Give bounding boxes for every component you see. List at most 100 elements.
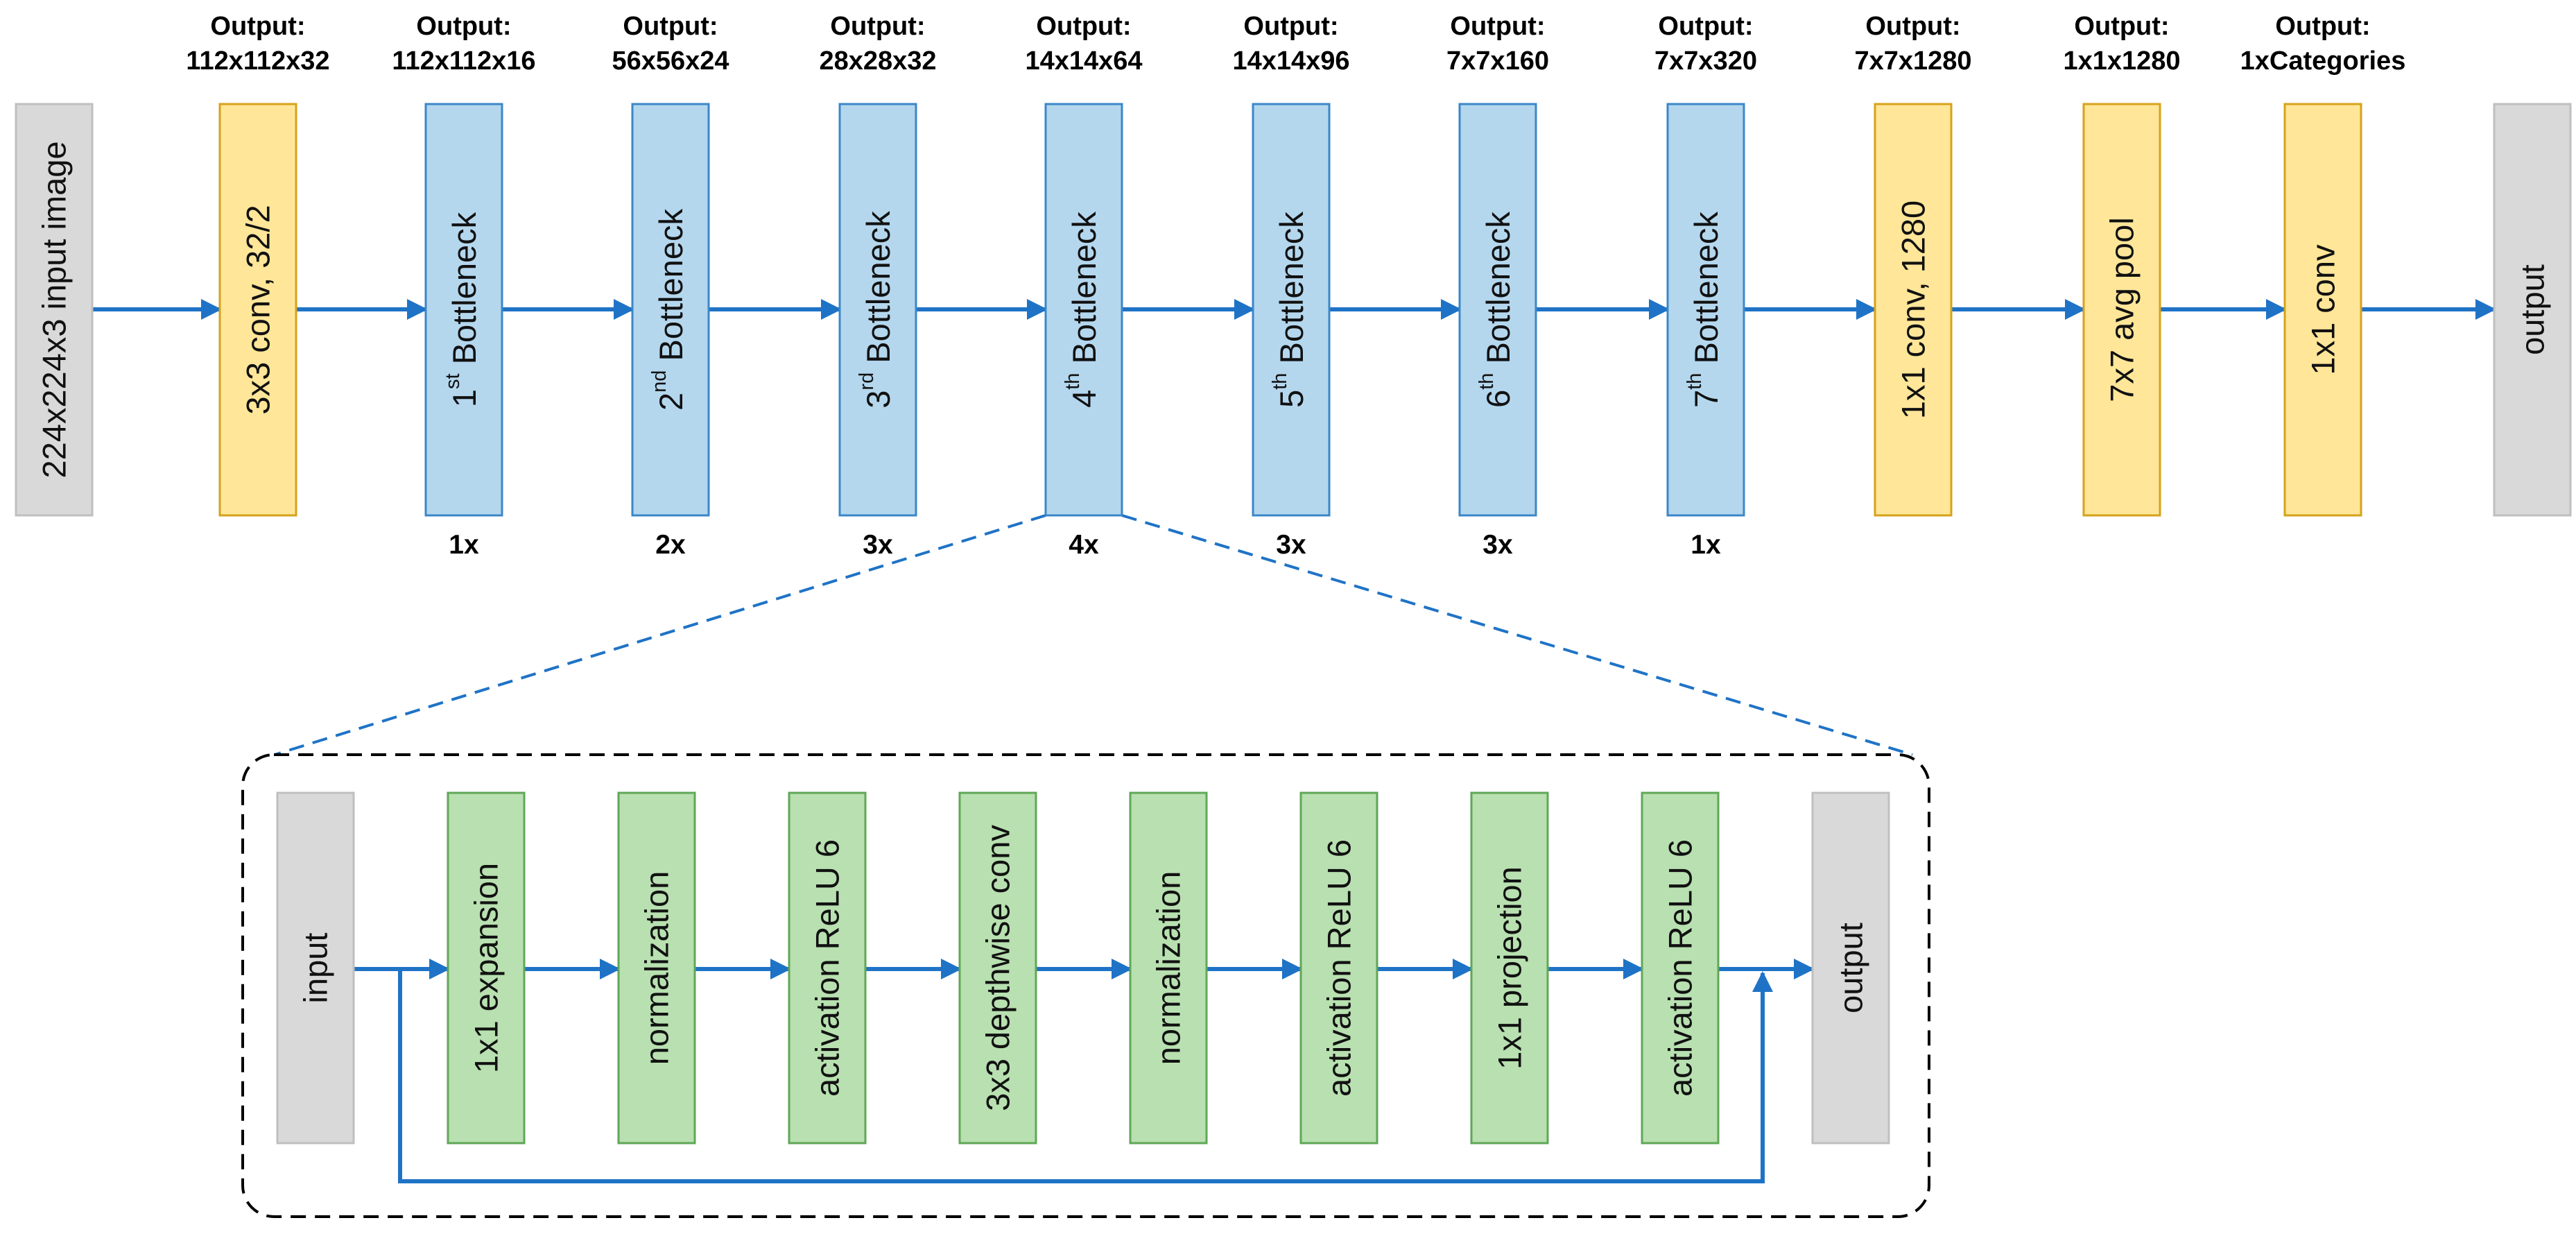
output-shape-title: Output: [416, 12, 511, 41]
output-shape-value: 14x14x64 [1025, 46, 1142, 76]
output-shape-value: 1x1x1280 [2063, 46, 2180, 76]
block-name: Bottleneck [860, 211, 897, 372]
output-shape-value: 112x112x16 [392, 46, 535, 76]
bottleneck-4-block [1044, 103, 1123, 517]
zoom-line-right [1121, 514, 1913, 756]
block-name: Bottleneck [652, 209, 689, 370]
bottleneck-4-block-label: 4th Bottleneck [1062, 212, 1103, 408]
bottleneck-normalization-block-label: normalization [639, 871, 675, 1065]
bottleneck-3x3-depthwise-conv-block-label: 3x3 depthwise conv [980, 825, 1017, 1111]
repeat-count: 2x [655, 530, 686, 560]
output-shape-title: Output: [1865, 12, 1960, 41]
bottleneck-output-block [1811, 791, 1890, 1145]
bottleneck-detail-panel [241, 753, 1930, 1218]
bottleneck-1-block-label: 1st Bottleneck [442, 212, 483, 407]
bottleneck-activation-relu-6-block [1641, 791, 1720, 1145]
output-shape-title: Output: [1036, 12, 1131, 41]
ordinal-number: 3 [860, 391, 897, 409]
repeat-count: 3x [1276, 530, 1306, 560]
block-name: Bottleneck [1688, 212, 1724, 373]
ordinal-number: 5 [1273, 390, 1310, 408]
bottleneck-input-block-label: input [297, 933, 334, 1004]
bottleneck-3-block [838, 103, 917, 517]
output-shape-title: Output: [830, 12, 925, 41]
ordinal-suffix: th [1476, 373, 1498, 390]
bottleneck-1-block [424, 103, 503, 517]
output-shape-title: Output: [210, 12, 305, 41]
bottleneck-activation-relu-6-block-label: activation ReLU 6 [1662, 839, 1699, 1097]
residual-skip-connection [398, 969, 1773, 1183]
output-shape-value: 28x28x32 [819, 46, 936, 76]
repeat-count: 1x [1691, 530, 1721, 560]
block-name: Bottleneck [1066, 212, 1103, 373]
bottleneck-2-block-label: 2nd Bottleneck [648, 209, 689, 411]
ordinal-number: 6 [1480, 390, 1516, 408]
output-shape-value: 7x7x1280 [1854, 46, 1971, 76]
repeat-count: 3x [1483, 530, 1513, 560]
bottleneck-output-block-label: output [1833, 923, 1869, 1013]
ordinal-suffix: rd [856, 372, 878, 391]
bottleneck-3x3-depthwise-conv-block [958, 791, 1037, 1145]
bottleneck-5-block [1252, 103, 1331, 517]
ordinal-suffix: th [1684, 373, 1706, 390]
bottleneck-activation-relu-6-block-label: activation ReLU 6 [1321, 839, 1358, 1097]
1x1-conv-1280-block [1874, 103, 1953, 517]
bottleneck-3-block-label: 3rd Bottleneck [856, 211, 897, 409]
bottleneck-5-block-label: 5th Bottleneck [1269, 212, 1310, 408]
1x1-conv-1280-block-label: 1x1 conv, 1280 [1895, 200, 1932, 419]
output-shape-value: 7x7x320 [1654, 46, 1757, 76]
repeat-count: 3x [863, 530, 893, 560]
ordinal-number: 4 [1066, 390, 1103, 408]
output-shape-value: 112x112x32 [186, 46, 329, 76]
3x3-conv-32-2-block-label: 3x3 conv, 32/2 [240, 205, 277, 414]
1x1-conv-block [2283, 103, 2362, 517]
block-name: Bottleneck [446, 212, 483, 373]
3x3-conv-32-2-block [218, 103, 297, 517]
labels-layer: 224x224x3 input image 3x3 conv, 32/2 1st B… [36, 12, 2551, 1111]
ordinal-suffix: th [1062, 373, 1084, 390]
block-name: Bottleneck [1273, 212, 1310, 373]
ordinal-suffix: nd [648, 370, 671, 393]
ordinal-suffix: th [1269, 373, 1291, 390]
output-shape-title: Output: [2275, 12, 2370, 41]
bottleneck-1x1-projection-block-label: 1x1 projection [1492, 866, 1528, 1070]
output-shape-title: Output: [1658, 12, 1753, 41]
bottleneck-activation-relu-6-block [788, 791, 867, 1145]
output-shape-title: Output: [623, 12, 718, 41]
blocks-layer [15, 103, 2572, 1218]
block-name: Bottleneck [1480, 212, 1516, 373]
output-shape-title: Output: [1243, 12, 1338, 41]
output-shape-value: 56x56x24 [612, 46, 729, 76]
bottleneck-7-block [1666, 103, 1745, 517]
224x224x3-input-image-block [15, 103, 94, 517]
bottleneck-7-block-label: 7th Bottleneck [1684, 212, 1724, 408]
bottleneck-normalization-block [1129, 791, 1208, 1145]
224x224x3-input-image-block-label: 224x224x3 input image [36, 141, 73, 478]
7x7-avg-pool-block [2082, 103, 2161, 517]
bottleneck-activation-relu-6-block-label: activation ReLU 6 [809, 839, 846, 1097]
output-shape-title: Output: [2074, 12, 2169, 41]
zoom-line-left [274, 514, 1046, 756]
ordinal-suffix: st [442, 373, 464, 389]
repeat-count: 1x [449, 530, 479, 560]
1x1-conv-block-label: 1x1 conv [2305, 244, 2342, 375]
bottleneck-1x1-expansion-block [447, 791, 526, 1145]
bottleneck-normalization-block-label: normalization [1150, 871, 1187, 1065]
7x7-avg-pool-block-label: 7x7 avg pool [2104, 217, 2141, 402]
bottleneck-input-block [276, 791, 355, 1145]
output-shape-value: 1xCategories [2240, 46, 2406, 76]
bottleneck-normalization-block [617, 791, 696, 1145]
output-shape-title: Output: [1450, 12, 1545, 41]
output-shape-value: 7x7x160 [1446, 46, 1549, 76]
bottleneck-6-block [1458, 103, 1537, 517]
output-block-label: output [2514, 264, 2551, 355]
output-shape-value: 14x14x96 [1232, 46, 1349, 76]
ordinal-number: 2 [652, 393, 689, 411]
connectors-layer [92, 299, 2496, 1183]
bottleneck-2-block [631, 103, 710, 517]
repeat-count: 4x [1069, 530, 1099, 560]
bottleneck-1x1-expansion-block-label: 1x1 expansion [468, 863, 505, 1073]
ordinal-number: 7 [1688, 390, 1724, 408]
ordinal-number: 1 [446, 389, 483, 407]
